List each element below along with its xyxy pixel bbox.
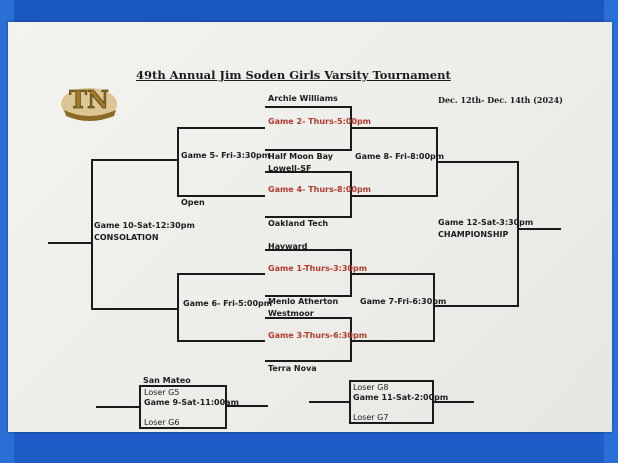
team-menlo-atherton: Menlo Atherton xyxy=(268,297,339,306)
team-archie-williams: Archie Williams xyxy=(268,94,338,103)
game-9-label: Game 9-Sat-11:00am xyxy=(144,398,239,407)
game-9-box xyxy=(139,385,227,429)
game-10-label: Game 10-Sat-12:30pm xyxy=(94,221,195,230)
loser-g7-label: Loser G7 xyxy=(353,413,389,422)
loser-g8-label: Loser G8 xyxy=(353,383,389,392)
logo-text: TN xyxy=(69,85,109,114)
game-6-label: Game 6- Fri-5:00pm xyxy=(183,299,273,308)
open-label: Open xyxy=(181,198,205,207)
game-1-box xyxy=(265,249,352,297)
game-2-label: Game 2- Thurs-5:00pm xyxy=(268,117,372,126)
tournament-dates: Dec. 12th- Dec. 14th (2024) xyxy=(438,95,563,105)
loser-g6-label: Loser G6 xyxy=(144,418,180,427)
team-half-moon-bay: Half Moon Bay xyxy=(268,152,333,161)
consolation-label: CONSOLATION xyxy=(94,233,159,242)
game-7-label: Game 7-Fri-6:30pm xyxy=(360,297,447,306)
game-4-label: Game 4- Thurs-8:00pm xyxy=(268,185,372,194)
loser-g5-label: Loser G5 xyxy=(144,388,180,397)
team-san-mateo: San Mateo xyxy=(143,376,191,385)
game-11-label: Game 11-Sat-2:00pm xyxy=(353,393,449,402)
game-5-label: Game 5- Fri-3:30pm xyxy=(181,151,271,160)
game-3-box xyxy=(265,317,352,362)
team-lowell-sf: Lowell-SF xyxy=(268,164,312,173)
game-11-box xyxy=(349,380,434,424)
game-3-label: Game 3-Thurs-6:30pm xyxy=(268,331,368,340)
page-title: 49th Annual Jim Soden Girls Varsity Tour… xyxy=(136,68,451,82)
game-12-label: Game 12-Sat-3:30pm xyxy=(438,218,534,227)
game-12-bracket xyxy=(434,161,519,307)
game-8-label: Game 8- Fri-8:00pm xyxy=(355,152,445,161)
school-logo: TN xyxy=(61,85,117,121)
team-oakland-tech: Oakland Tech xyxy=(268,219,329,228)
game-1-label: Game 1-Thurs-3:30pm xyxy=(268,264,368,273)
championship-label: CHAMPIONSHIP xyxy=(438,230,509,239)
team-terra-nova: Terra Nova xyxy=(268,364,317,373)
game-2-box xyxy=(265,106,352,151)
game-5-bracket xyxy=(177,127,265,197)
bracket-paper xyxy=(8,22,612,432)
team-hayward: Hayward xyxy=(268,242,308,251)
game-6-bracket xyxy=(177,273,265,342)
game-10-bracket xyxy=(91,159,178,310)
game-7-bracket xyxy=(351,273,435,342)
game-4-box xyxy=(265,171,352,218)
team-westmoor: Westmoor xyxy=(268,309,314,318)
